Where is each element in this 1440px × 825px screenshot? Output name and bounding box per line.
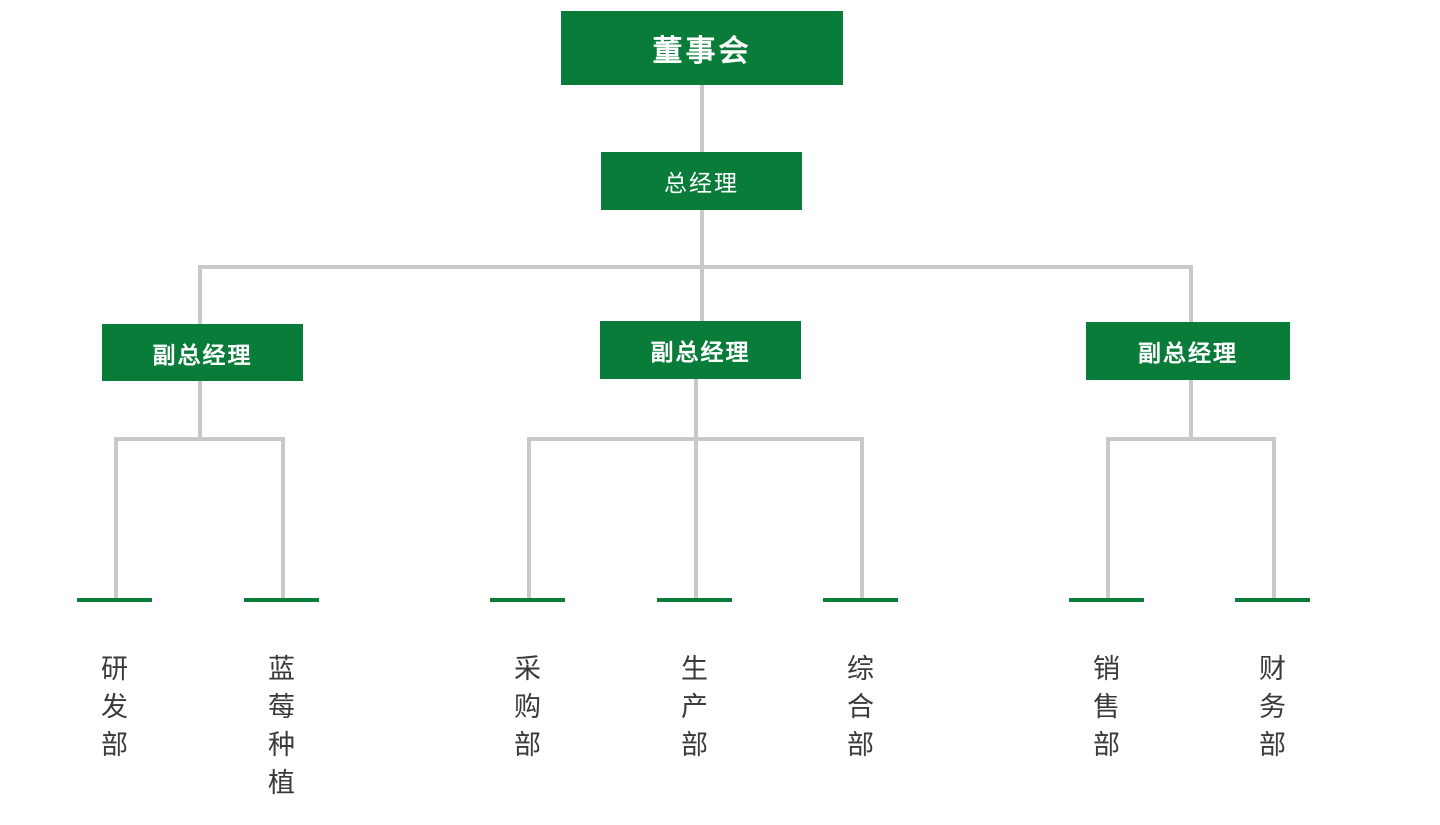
department-label-vertical: 研 发 部 (77, 650, 152, 764)
department-label-char: 部 (514, 730, 541, 760)
department-label-char: 务 (1259, 692, 1286, 722)
department-label-char: 种 (268, 730, 295, 760)
department-label-char: 财 (1259, 654, 1286, 684)
department-underline-bar (823, 598, 898, 602)
connector-middle-leaf-2 (694, 437, 698, 600)
department-label-char: 发 (101, 692, 128, 722)
node-general-manager-label: 总经理 (664, 170, 739, 196)
connector-gm-down (700, 210, 704, 267)
node-board-of-directors[interactable]: 董事会 (561, 11, 843, 85)
department-underline-bar (77, 598, 152, 602)
department-label-char: 产 (681, 692, 708, 722)
connector-middle-leaf-3 (860, 437, 864, 600)
department-label-char: 部 (101, 730, 128, 760)
connector-bus-to-vp-3 (1189, 265, 1193, 327)
department-label-char: 莓 (268, 692, 295, 722)
department-label-char: 部 (1259, 730, 1286, 760)
department-label-char: 售 (1093, 692, 1120, 722)
connector-right-leaf-1 (1106, 437, 1110, 600)
connector-middle-leaf-1 (527, 437, 531, 600)
department-label-vertical: 采 购 部 (490, 650, 565, 764)
department-label-char: 购 (514, 692, 541, 722)
node-vice-manager-2[interactable]: 副总经理 (600, 321, 801, 379)
node-general-manager[interactable]: 总经理 (601, 152, 802, 210)
connector-board-to-gm (700, 85, 704, 152)
department-label-vertical: 销 售 部 (1069, 650, 1144, 764)
connector-left-leaf-1 (114, 437, 118, 600)
department-underline-bar (1069, 598, 1144, 602)
department-underline-bar (657, 598, 732, 602)
department-label-vertical: 财 务 部 (1235, 650, 1310, 764)
department-label-char: 部 (847, 730, 874, 760)
department-label-char: 部 (681, 730, 708, 760)
node-vice-manager-3[interactable]: 副总经理 (1086, 322, 1290, 380)
node-vice-manager-3-label: 副总经理 (1138, 340, 1238, 366)
connector-vp1-down (198, 380, 202, 440)
connector-vp-bus (198, 265, 1193, 269)
node-vice-manager-1-label: 副总经理 (152, 341, 253, 368)
department-label-char: 植 (268, 768, 295, 798)
department-underline-bar (244, 598, 319, 602)
node-vice-manager-1[interactable]: 副总经理 (102, 324, 303, 381)
department-label-char: 综 (847, 654, 874, 684)
connector-vp3-down (1189, 380, 1193, 439)
department-label-vertical: 蓝 莓 种 植 (244, 650, 319, 802)
department-label-char: 部 (1093, 730, 1120, 760)
node-board-label: 董事会 (652, 35, 752, 68)
department-label-vertical: 生 产 部 (657, 650, 732, 764)
connector-right-leaf-2 (1272, 437, 1276, 600)
node-vice-manager-2-label: 副总经理 (650, 339, 751, 365)
connector-left-leaf-2 (281, 437, 285, 600)
department-underline-bar (490, 598, 565, 602)
department-underline-bar (1235, 598, 1310, 602)
department-label-char: 销 (1093, 654, 1120, 684)
connector-group-left-bus (114, 437, 285, 441)
department-label-char: 研 (101, 654, 128, 684)
department-label-char: 蓝 (268, 654, 295, 684)
department-label-char: 合 (847, 692, 874, 722)
department-label-char: 采 (514, 654, 541, 684)
connector-vp2-down (694, 378, 698, 439)
department-label-char: 生 (681, 654, 708, 684)
connector-bus-to-vp-1 (198, 265, 202, 327)
department-label-vertical: 综 合 部 (823, 650, 898, 764)
connector-bus-to-vp-2 (700, 265, 704, 325)
connector-group-right-bus (1106, 437, 1276, 441)
